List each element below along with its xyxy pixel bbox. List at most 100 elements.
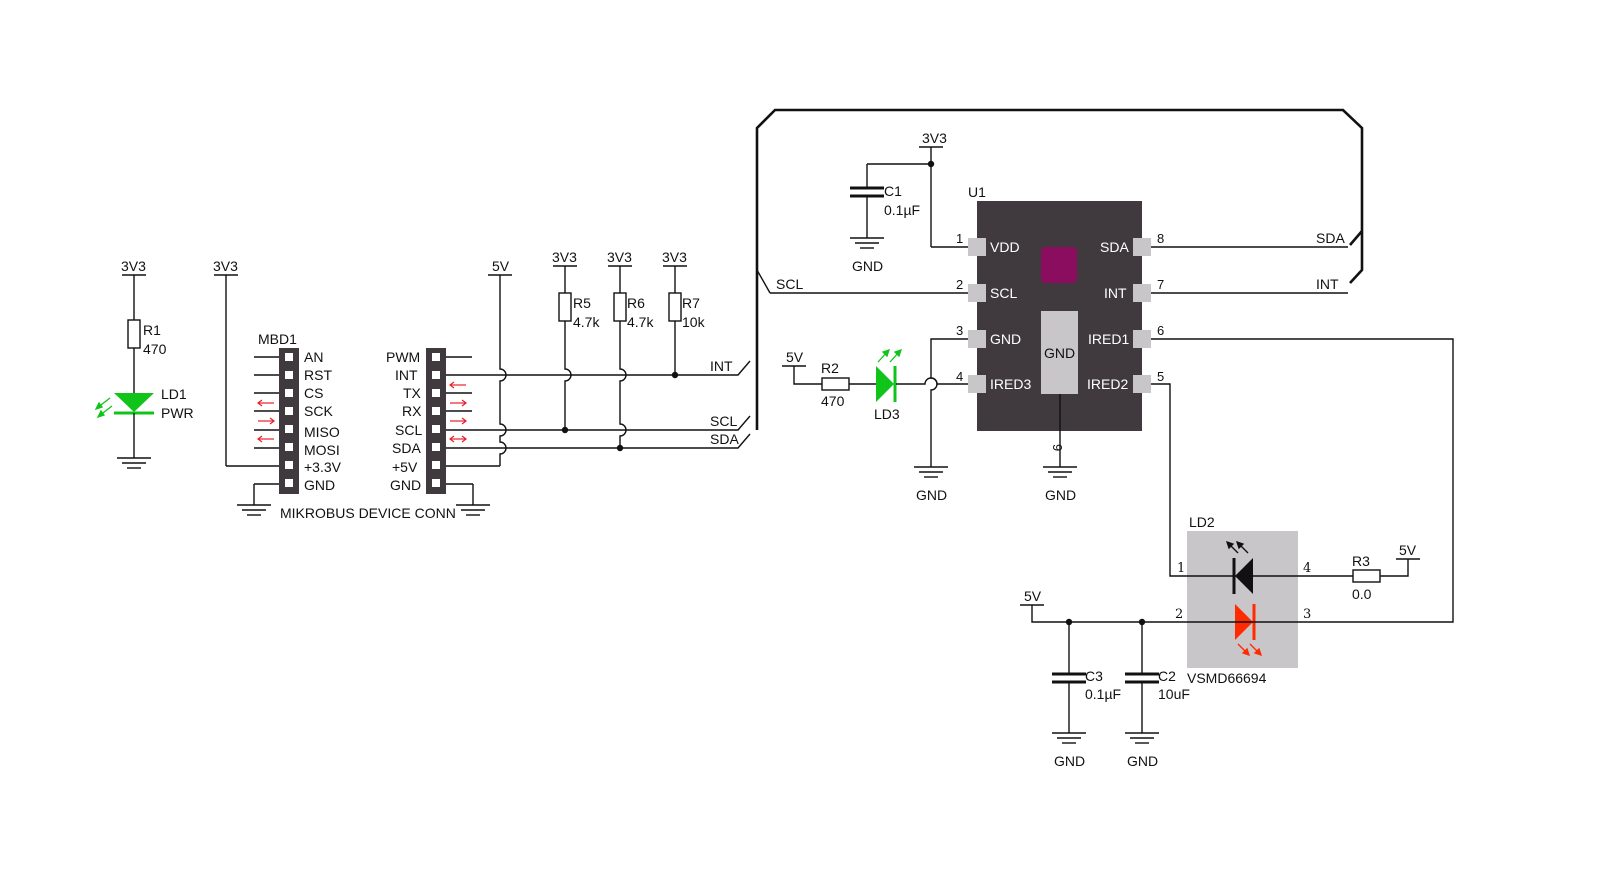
u1-pin-num-7: 7 (1157, 277, 1164, 292)
direction-arrows-right-icon (449, 381, 467, 443)
net-label-3v3: 3V3 (121, 258, 146, 274)
u1-pin-scl: SCL (990, 285, 1017, 301)
net-label-5v-r2: 5V (786, 349, 804, 365)
r1-ref: R1 (143, 322, 161, 338)
decoupling-caps: 5V C3 0.1µF GND C2 10uF GND (1020, 588, 1190, 769)
u1-sensor: 3V3 C1 0.1µF GND U1 GND VDD SCL (770, 130, 1348, 503)
resistor-r2 (821, 377, 850, 391)
u1-pin-num-8: 8 (1157, 231, 1164, 246)
c1-value: 0.1µF (884, 202, 920, 218)
resistor-r1 (127, 319, 141, 349)
mb-right-pin-sda: SDA (392, 440, 421, 456)
led-emission-arrows-icon (1237, 643, 1263, 657)
ld2-pin-3: 3 (1303, 607, 1311, 622)
r3-ref: R3 (1352, 553, 1370, 569)
bus-and-pullups: 5V 3V3 R5 4.7k 3V3 R6 4.7k 3V3 R7 10k IN… (488, 249, 751, 466)
u1-pin-vdd: VDD (990, 239, 1020, 255)
net-label-sda-left: SDA (710, 431, 739, 447)
ld1-value: PWR (161, 405, 194, 421)
mb-left-pin-mosi: MOSI (304, 442, 340, 458)
bus-frame: SCL (755, 108, 1364, 430)
ld2-pin-2: 2 (1175, 607, 1183, 622)
gnd-symbol-icon (914, 466, 948, 478)
u1-pin-num-9: 9 (1050, 444, 1065, 451)
ld1-ref: LD1 (161, 386, 187, 402)
gnd-symbol-icon (237, 504, 271, 516)
mikrobus-left-header (279, 348, 299, 494)
mb-left-pin-miso: MISO (304, 424, 340, 440)
led-ld1-icon (114, 393, 154, 412)
u1-pin-sda: SDA (1100, 239, 1129, 255)
net-label-3v3-u1: 3V3 (922, 130, 947, 146)
r5-ref: R5 (573, 295, 591, 311)
r6-value: 4.7k (627, 314, 654, 330)
ld3-ref: LD3 (874, 406, 900, 422)
net-label-int-right: INT (1316, 276, 1339, 292)
resistor-r6 (613, 292, 627, 322)
u1-pin-ired3: IRED3 (990, 376, 1031, 392)
gnd-symbol-icon (1052, 732, 1086, 744)
gnd-symbol-icon (1125, 732, 1159, 744)
led-emission-arrows-icon (877, 348, 903, 363)
c3-ref: C3 (1085, 668, 1103, 684)
u1-pin-num-6: 6 (1157, 323, 1164, 338)
net-label-sda-right: SDA (1316, 230, 1345, 246)
net-label-3v3-mb: 3V3 (213, 258, 238, 274)
mb-left-pin-3v3: +3.3V (304, 459, 342, 475)
mb-right-pin-tx: TX (403, 385, 422, 401)
u1-center-label: GND (1044, 345, 1075, 361)
net-label-5v-mb: 5V (492, 258, 510, 274)
led-emission-arrows-icon (94, 397, 113, 419)
u1-pin-num-2: 2 (956, 277, 963, 292)
r2-value: 470 (821, 393, 845, 409)
resistor-r3 (1352, 569, 1381, 583)
net-label-scl-left: SCL (710, 413, 737, 429)
u1-pin-gnd: GND (990, 331, 1021, 347)
resistor-r5 (558, 292, 572, 322)
mb-left-pin-sck: SCK (304, 403, 333, 419)
ld3-circuit: 5V R2 470 LD3 (782, 348, 968, 422)
ld2-package (1187, 531, 1298, 668)
power-led-circuit: 3V3 R1 470 LD1 PWR (94, 258, 194, 469)
gnd-symbol-icon (850, 237, 884, 249)
net-label-5v-caps: 5V (1024, 588, 1042, 604)
u1-pin-num-1: 1 (956, 231, 963, 246)
c2-ref: C2 (1158, 668, 1176, 684)
u1-sensor-window-icon (1041, 247, 1077, 283)
u1-pin-num-5: 5 (1157, 369, 1164, 384)
u1-pin-ired2: IRED2 (1087, 376, 1128, 392)
mb-right-pin-scl: SCL (395, 422, 422, 438)
gnd-label-c1: GND (852, 258, 883, 274)
mbd1-ref: MBD1 (258, 331, 297, 347)
mikrobus-connector: 3V3 MBD1 AN RST (213, 258, 500, 521)
r7-value: 10k (682, 314, 706, 330)
u1-pin-num-3: 3 (956, 323, 963, 338)
r6-ref: R6 (627, 295, 645, 311)
mikrobus-right-header (426, 348, 446, 494)
gnd-label-pin3: GND (916, 487, 947, 503)
net-label-3v3-r6: 3V3 (607, 249, 632, 265)
net-label-scl-frame: SCL (776, 276, 803, 292)
net-label-int-left: INT (710, 358, 733, 374)
mb-right-pin-5v: +5V (392, 459, 418, 475)
resistor-r7 (668, 292, 682, 322)
r7-ref: R7 (682, 295, 700, 311)
u1-ref: U1 (968, 184, 986, 200)
mikrobus-caption: MIKROBUS DEVICE CONN (280, 505, 456, 521)
mb-left-pin-cs: CS (304, 385, 323, 401)
gnd-symbol-icon (456, 504, 490, 516)
r1-value: 470 (143, 341, 167, 357)
gnd-label-c2: GND (1127, 753, 1158, 769)
mb-left-pin-gnd: GND (304, 477, 335, 493)
mb-right-pin-int: INT (395, 367, 418, 383)
r5-value: 4.7k (573, 314, 600, 330)
r2-ref: R2 (821, 360, 839, 376)
gnd-label-u1: GND (1045, 487, 1076, 503)
gnd-label-c3: GND (1054, 753, 1085, 769)
ld2-ref: LD2 (1189, 514, 1215, 530)
mb-left-pin-an: AN (304, 349, 323, 365)
mb-right-pin-gnd: GND (390, 477, 421, 493)
gnd-symbol-icon (117, 457, 151, 469)
c3-value: 0.1µF (1085, 686, 1121, 702)
net-label-5v-r3: 5V (1399, 542, 1417, 558)
